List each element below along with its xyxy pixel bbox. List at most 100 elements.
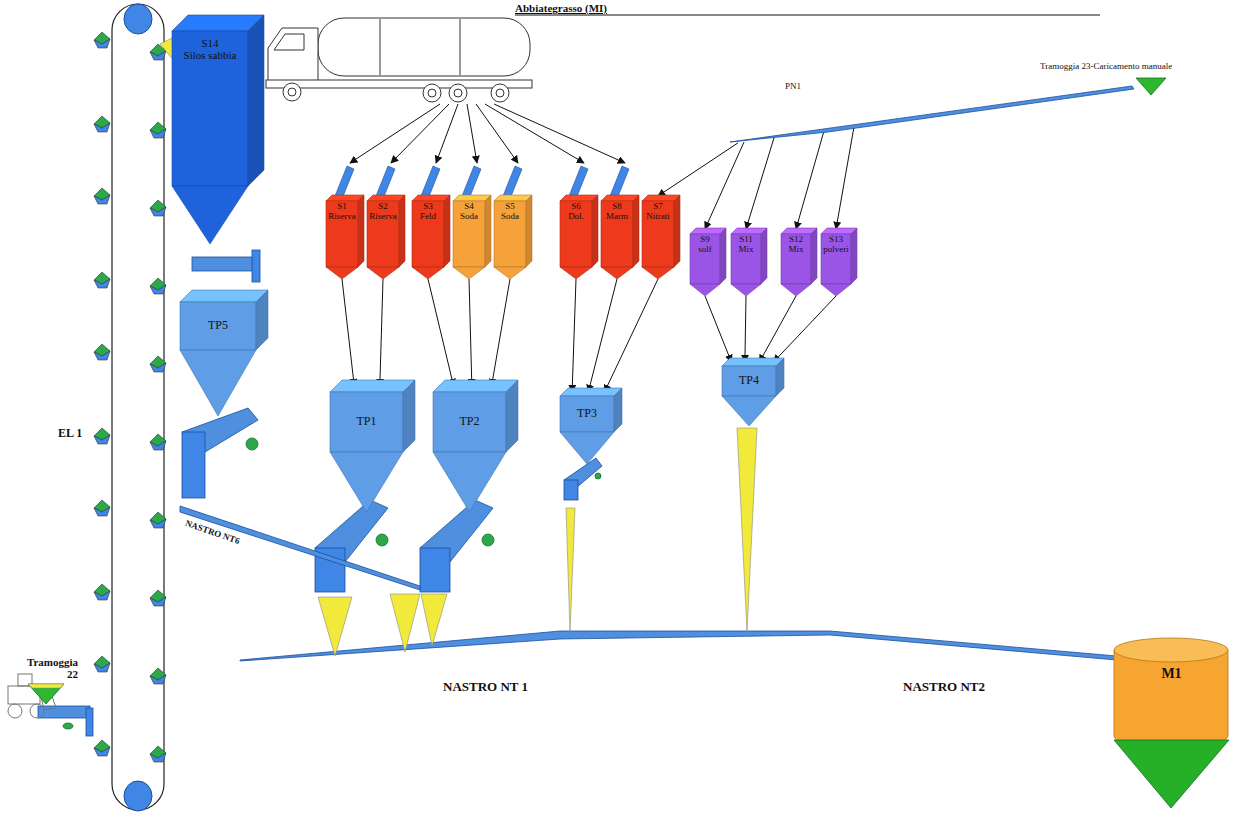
node-sublabel: polveri	[823, 245, 849, 255]
truck-wheel	[491, 84, 509, 102]
silo-shape	[592, 195, 598, 267]
hopper-shape	[28, 684, 64, 688]
silo-shape	[690, 234, 720, 284]
silo: S6Dol.	[560, 195, 598, 279]
node-sublabel: Riserva	[369, 212, 397, 222]
weigh-hopper-shape	[560, 388, 622, 396]
elevator-label: EL 1	[58, 427, 82, 440]
sand-silo-shape	[172, 15, 264, 31]
silo-shape	[690, 228, 726, 234]
conveyor-belt-shape	[728, 80, 1140, 146]
conveyor-belt-shape	[730, 86, 1134, 142]
loader-wheel	[8, 704, 22, 718]
silo-shape	[720, 228, 726, 284]
elevator-buckets	[94, 32, 166, 762]
truck-feed-lines	[610, 166, 629, 199]
conveyor-belts	[180, 506, 1128, 661]
flow-arrow	[428, 279, 454, 386]
node-label: S3	[423, 202, 433, 212]
weigh-hopper-shape	[433, 452, 506, 512]
node-sublabel: solf	[698, 245, 712, 255]
truck-wheel	[496, 89, 504, 97]
silo-shape	[731, 228, 767, 234]
hopper-shape	[1040, 62, 1235, 96]
mixer-shape	[1114, 650, 1228, 748]
belt-label: NASTRO NT6	[184, 519, 241, 547]
silo: S3Feld	[412, 195, 450, 279]
flow-arrow	[492, 279, 510, 386]
node-label: S5	[505, 202, 515, 212]
node-label: S11	[739, 235, 753, 245]
truck-feed-lines	[476, 104, 518, 163]
truck-wheel	[449, 84, 467, 102]
vibrating-feeder	[564, 480, 578, 500]
truck-wheel	[423, 84, 441, 102]
silo-shape	[674, 195, 680, 267]
silo-shape	[367, 201, 399, 267]
silo-shape	[367, 195, 405, 279]
weigh-hopper-shape	[180, 290, 268, 416]
elevator-head-pulley	[124, 4, 152, 34]
elevator-bucket	[94, 116, 110, 132]
truck-feed-lines	[462, 166, 481, 199]
feeder-motor	[63, 723, 73, 729]
feeder-motor	[376, 534, 388, 546]
elevator-bucket	[150, 278, 166, 294]
weigh-hopper-shape	[722, 358, 784, 426]
silo-shape	[731, 228, 767, 296]
elevator-bucket	[150, 363, 166, 372]
weigh-hopper-shape	[614, 388, 622, 432]
truck-feed-lines	[436, 104, 458, 163]
flow-arrow	[796, 131, 824, 229]
node-label: S9	[700, 235, 710, 245]
silo-shape	[761, 228, 767, 284]
silo-shape	[642, 201, 674, 267]
weigh-hopper-shape	[180, 290, 268, 302]
truck-feed-lines	[391, 104, 449, 163]
loader-cab	[18, 674, 32, 686]
feeders	[38, 250, 602, 736]
plant-title: Abbiategrasso (MI)	[515, 2, 607, 14]
weigh-hopper-shape	[403, 380, 415, 452]
silo-shape	[851, 228, 857, 284]
weigh-hopper-shape	[433, 380, 518, 512]
silo-shape	[811, 228, 817, 284]
wheel-loader	[8, 674, 56, 718]
weigh-hopper: TP5	[180, 290, 268, 416]
silo-shape	[731, 234, 761, 284]
silo: S4Soda	[453, 195, 491, 279]
elevator-bucket	[94, 195, 110, 204]
silo-shape	[494, 201, 526, 267]
weigh-hopper-shape	[330, 380, 415, 512]
weigh-hopper: TP4	[722, 358, 784, 426]
node-sublabel: Feld	[420, 212, 436, 222]
silo-shape	[781, 284, 811, 296]
truck-cab	[268, 28, 318, 86]
hopper-shape	[1136, 78, 1166, 95]
node-label: S4	[464, 202, 474, 212]
silo-shape	[326, 195, 364, 279]
node-sublabel: Marm	[606, 212, 628, 222]
material-stream	[318, 597, 352, 656]
weigh-hopper-shape	[560, 432, 614, 464]
truck-feed-lines	[467, 104, 477, 163]
flow-arrow	[759, 296, 796, 362]
elevator-bucket	[94, 123, 110, 132]
silo-shape	[821, 228, 857, 234]
tank-band	[460, 19, 461, 75]
silo: S9solf	[690, 228, 726, 296]
silo-shape	[326, 267, 358, 279]
material-stream	[390, 594, 420, 652]
truck-chassis	[266, 80, 532, 88]
silo: S1Riserva	[326, 195, 364, 279]
node-label: TP2	[459, 415, 479, 428]
silo: S11Mix	[731, 228, 767, 296]
silo-shape	[367, 267, 399, 279]
elevator-bucket	[94, 500, 110, 516]
elevator-bucket	[94, 747, 110, 756]
elevator-bucket	[94, 351, 110, 360]
node-sublabel: Nitrati	[646, 212, 670, 222]
belt-nt6	[180, 506, 420, 590]
